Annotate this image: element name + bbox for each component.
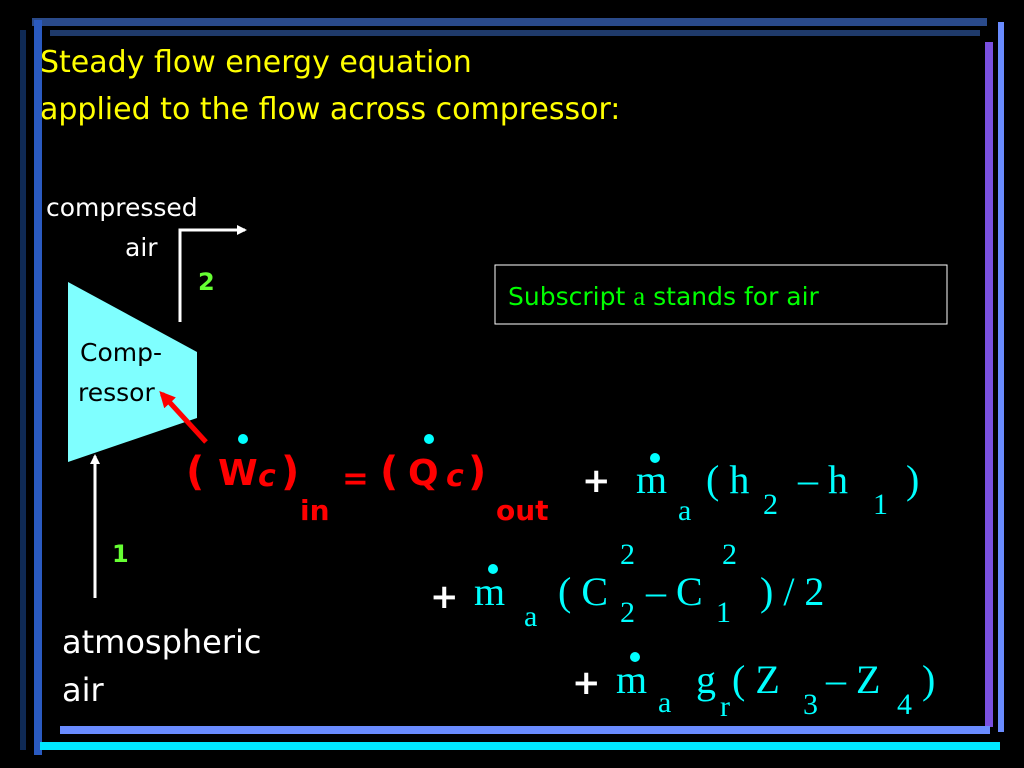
frame-right-bar (985, 42, 993, 727)
potential-term-close: ) (922, 657, 936, 702)
z3-subscript: 3 (803, 688, 818, 721)
mdot-dot-1 (650, 453, 660, 463)
q-subscript-out: out (496, 494, 549, 527)
mass-flow-a-2: a (524, 600, 538, 633)
minus-z: – Z (826, 657, 881, 702)
frame-left-bar-inner (20, 30, 26, 750)
plus-sign-1: + (582, 461, 611, 501)
q-close-paren: ) (468, 449, 487, 495)
outlet-station-number: 2 (198, 268, 215, 296)
title-line-1: Steady flow energy equation (40, 45, 472, 80)
title-line-2: applied to the flow across compressor: (40, 92, 621, 127)
lhs-work-c: c (258, 459, 276, 494)
mass-flow-a-1: a (678, 494, 692, 527)
note-prefix: Subscript (508, 282, 634, 311)
mdot-dot-3 (630, 652, 640, 662)
frame-top-bar (32, 18, 987, 26)
mass-flow-a-3: a (658, 686, 672, 719)
frame-bottom-bar (60, 726, 990, 734)
frame-left-bar (34, 20, 42, 755)
enthalpy-term-open: ( h (706, 457, 750, 502)
h1-subscript: 1 (873, 488, 888, 521)
q-heat-c: c (446, 459, 464, 494)
inlet-label-air: air (62, 671, 104, 709)
lhs-close-paren: ) (281, 449, 300, 495)
frame-top-bar-inner (50, 30, 980, 36)
lhs-work-symbol: W (218, 453, 258, 494)
plus-sign-3: + (572, 663, 601, 703)
note-box-border (494, 264, 948, 325)
inlet-station-number: 1 (112, 540, 129, 568)
subscript-note: Subscript a stands for air (508, 283, 819, 310)
w-dot (238, 434, 248, 444)
note-symbol: a (633, 281, 646, 311)
minus-c: – C (646, 569, 703, 614)
c1-subscript: 1 (716, 596, 731, 629)
c2-subscript: 2 (620, 596, 635, 629)
frame-right-bar-outer (998, 22, 1004, 732)
lhs-open-paren: ( (186, 449, 205, 495)
gravity-r: r (720, 690, 730, 723)
frame-bottom-bar-cyan (40, 742, 1000, 750)
c2-superscript: 2 (620, 538, 635, 571)
work-input-arrow (159, 391, 208, 444)
q-dot (424, 434, 434, 444)
minus-h: – h (798, 457, 848, 502)
compressor-label-line-2: ressor (78, 378, 155, 407)
kinetic-term-open: ( C (558, 569, 608, 614)
equals-sign: = (342, 459, 369, 497)
compressor-body (68, 282, 197, 462)
mass-flow-m-3: m (616, 657, 648, 702)
outlet-label-air: air (125, 233, 158, 262)
q-heat-symbol: Q (408, 453, 439, 494)
mass-flow-m-2: m (474, 569, 506, 614)
lhs-subscript-in: in (300, 494, 330, 527)
inlet-label-atmospheric: atmospheric (62, 623, 262, 661)
kinetic-term-close: ) / 2 (760, 569, 825, 614)
note-suffix: stands for air (645, 282, 819, 311)
h2-subscript: 2 (763, 488, 778, 521)
c1-superscript: 2 (722, 538, 737, 571)
plus-sign-2: + (430, 577, 459, 617)
enthalpy-term-close: ) (906, 457, 920, 502)
outlet-pipe-arrow (178, 225, 247, 322)
potential-term-open: ( Z (732, 657, 780, 702)
outlet-label-compressed: compressed (46, 193, 198, 222)
compressor-label-line-1: Comp- (80, 338, 162, 367)
q-open-paren: ( (380, 449, 399, 495)
gravity-g: g (696, 657, 716, 702)
z4-subscript: 4 (897, 688, 912, 721)
mass-flow-m-1: m (636, 457, 668, 502)
mdot-dot-2 (488, 564, 498, 574)
